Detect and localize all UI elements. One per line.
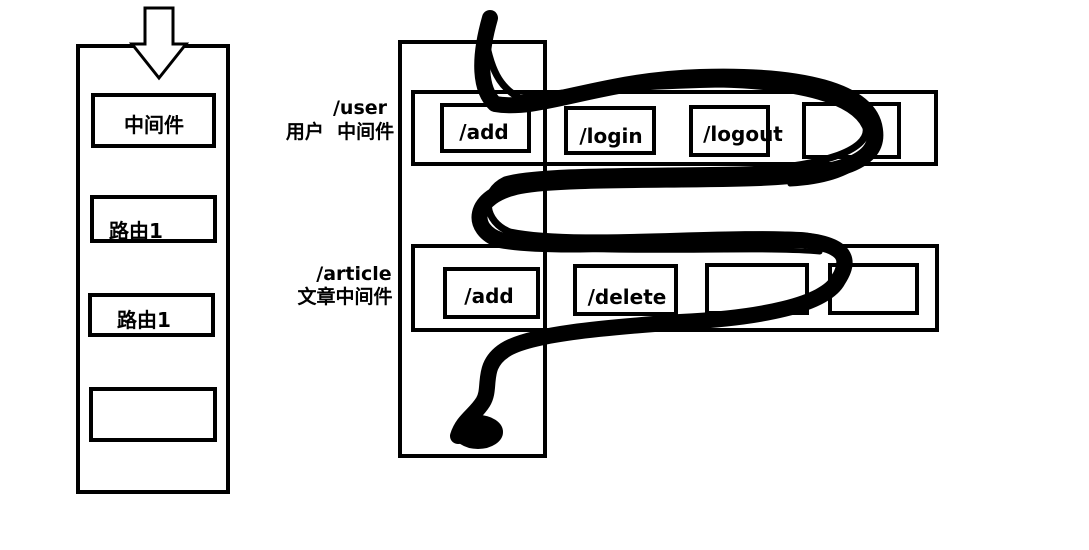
user-group-container <box>411 90 938 166</box>
left-stack-label-route-2: 路由1 <box>117 308 171 332</box>
user-route-label-add: /add <box>459 120 508 144</box>
left-stack-box-empty <box>89 387 217 442</box>
user-group-path-label: /user <box>333 97 388 119</box>
left-stack-box-middleware <box>91 93 216 148</box>
user-route-label-login: /login <box>579 124 642 148</box>
article-group-caption: 文章中间件 <box>297 285 392 308</box>
user-group-caption: 用户 中间件 <box>286 120 394 143</box>
user-route-box-logout <box>689 105 770 157</box>
left-stack-box-route-1 <box>90 195 217 243</box>
article-group-path-label: /article <box>316 263 391 285</box>
user-route-box-login <box>564 106 656 155</box>
article-route-label-delete: /delete <box>588 285 667 309</box>
left-stack-label-route-1: 路由1 <box>109 219 163 243</box>
article-route-box-add <box>443 267 540 319</box>
article-route-box-delete <box>573 264 678 316</box>
down-arrow-icon <box>128 6 190 81</box>
article-route-label-add: /add <box>464 284 513 308</box>
right-diagram: /user 用户 中间件 /article 文章中间件 /add /login … <box>286 10 939 458</box>
left-stack: 中间件 路由1 路由1 <box>76 6 230 494</box>
request-flow-scribble <box>450 10 884 449</box>
left-stack-box-route-2 <box>88 293 215 337</box>
user-route-label-logout: /logout <box>703 122 783 146</box>
left-stack-label-middleware: 中间件 <box>124 113 184 137</box>
